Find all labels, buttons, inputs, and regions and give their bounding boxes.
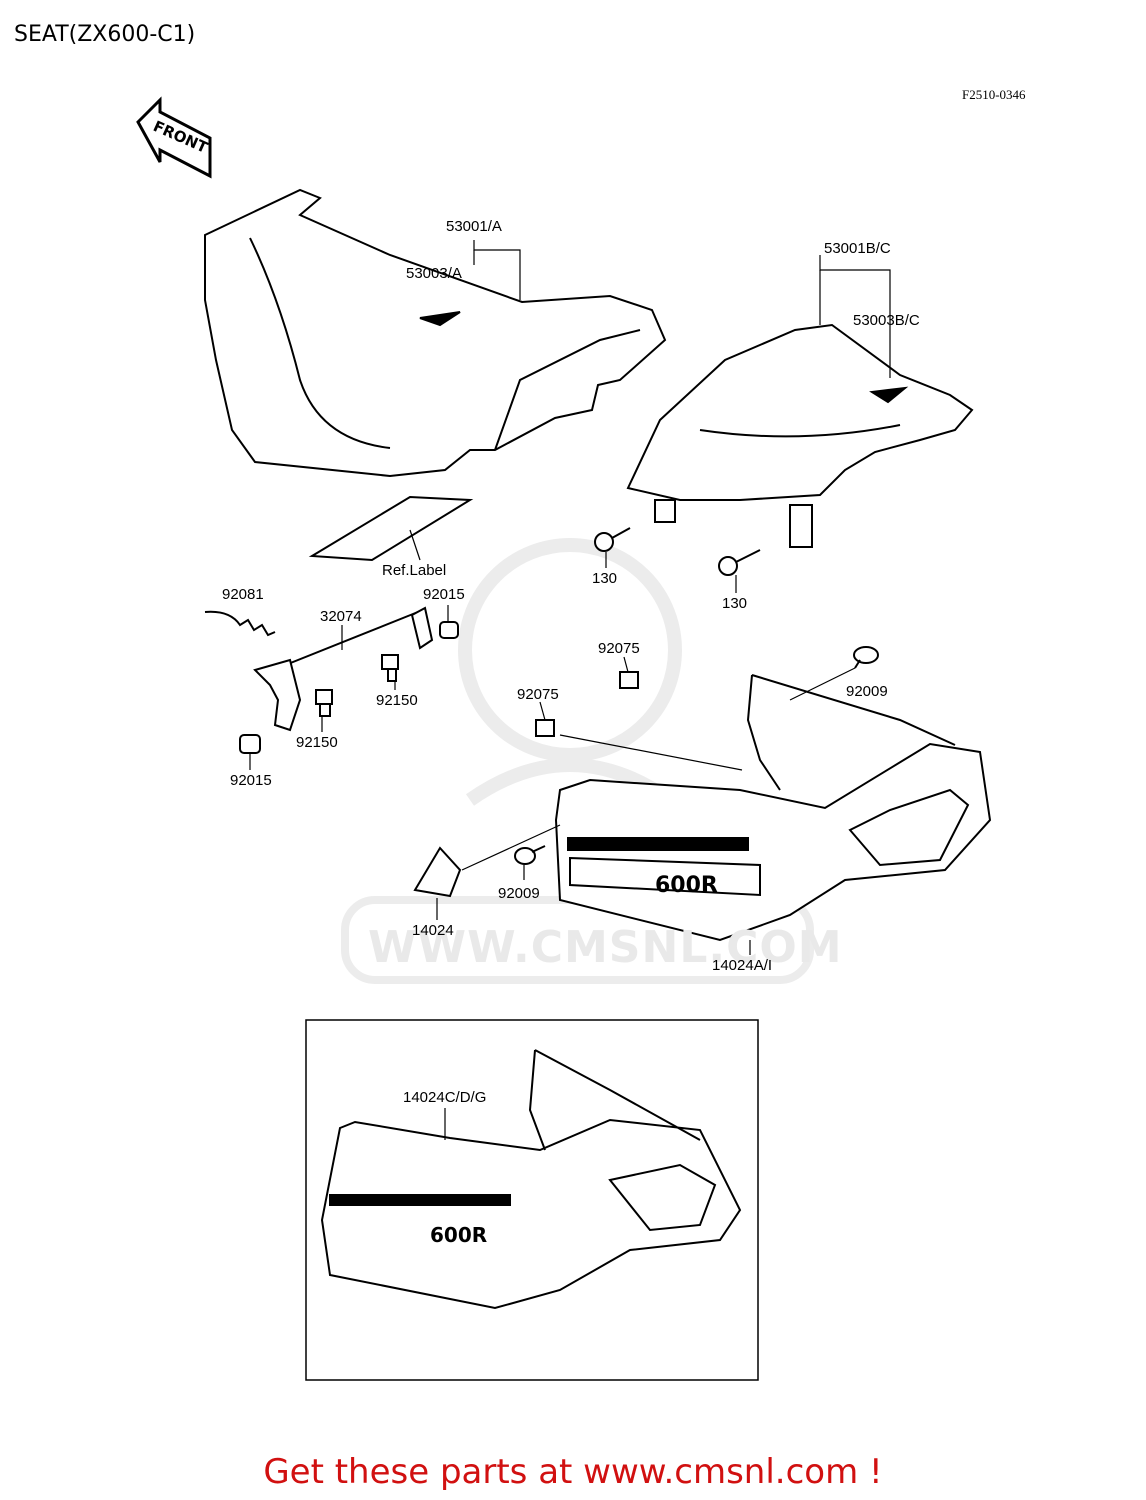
leader-lines <box>249 240 891 1140</box>
bolt-130-b <box>718 549 761 576</box>
part-14024 <box>413 846 462 898</box>
screw-92009-a <box>853 646 879 669</box>
label-92075-b: 92075 <box>517 686 559 703</box>
bolt-92150-b <box>315 689 333 717</box>
cover-badge-2: 600R <box>430 1223 487 1247</box>
page-title: SEAT(ZX600-C1) <box>14 22 196 47</box>
clip-92075-a <box>619 671 639 689</box>
nut-92015-b <box>239 734 261 754</box>
cover-badge-1: 600R <box>655 873 718 898</box>
label-14024ai: 14024A/I <box>712 957 773 974</box>
label-130-b: 130 <box>722 595 748 612</box>
label-92009-b: 92009 <box>498 885 540 902</box>
label-92075-a: 92075 <box>598 640 640 657</box>
label-92081: 92081 <box>222 586 264 603</box>
label-14024: 14024 <box>412 922 454 939</box>
nut-92015-a <box>439 621 459 639</box>
label-14024cdg: 14024C/D/G <box>403 1089 487 1106</box>
diagram-code: F2510-0346 <box>962 87 1026 102</box>
rear-seat <box>626 323 974 501</box>
label-53001bc: 53001B/C <box>824 240 891 257</box>
footer-link[interactable]: Get these parts at www.cmsnl.com ! <box>263 1452 883 1492</box>
latch-lever <box>253 658 302 732</box>
clip-92075-b <box>535 719 555 737</box>
spring-92081 <box>204 610 276 637</box>
label-53003bc: 53003B/C <box>853 312 920 329</box>
label-53001a: 53001/A <box>446 218 502 235</box>
ref-label <box>308 495 474 562</box>
label-ref-label: Ref.Label <box>382 562 447 579</box>
tail-cover-14024cdg <box>320 1118 742 1310</box>
tail-cover-14024ai <box>554 742 992 942</box>
bolt-92150-a <box>381 654 399 682</box>
label-92015-a: 92015 <box>423 586 465 603</box>
inset-box <box>305 1019 759 1381</box>
screw-92009-b <box>514 845 546 865</box>
front-seat <box>204 188 667 478</box>
label-53003a: 53003/A <box>406 265 462 282</box>
label-92015-b: 92015 <box>230 772 272 789</box>
label-32074: 32074 <box>320 608 362 625</box>
bolt-130-a <box>594 527 631 552</box>
front-arrow: FRONT <box>136 96 212 179</box>
watermark-text: WWW.CMSNL.COM <box>368 922 843 973</box>
label-92150-b: 92150 <box>296 734 338 751</box>
rod-32074 <box>267 611 419 673</box>
label-92009-a: 92009 <box>846 683 888 700</box>
label-130-a: 130 <box>592 570 618 587</box>
label-92150-a: 92150 <box>376 692 418 709</box>
